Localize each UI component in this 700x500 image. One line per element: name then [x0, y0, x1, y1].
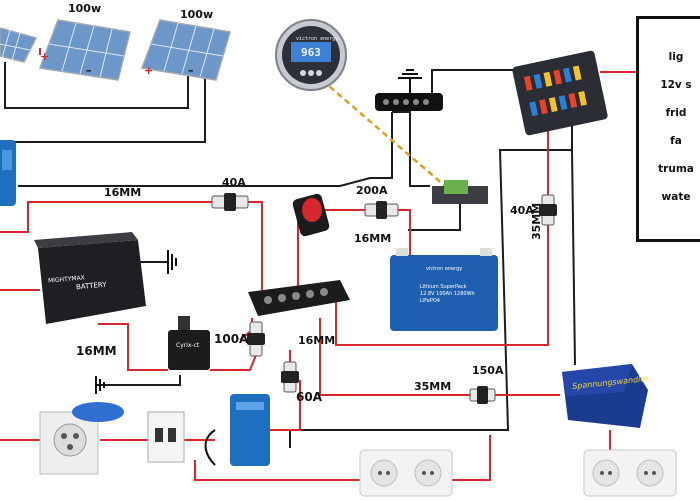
panel-negative-wire: [4, 62, 189, 109]
cyrix-out-wire: [210, 349, 259, 371]
lithium-line-3: LiFePO4: [420, 298, 440, 304]
cyrix-name: Cyrix-ct: [176, 342, 200, 349]
load-item-4: fa: [670, 135, 682, 147]
battery-isolator-switch: [292, 193, 330, 237]
blue-smart-charger: [204, 394, 270, 466]
fuse-label-150a: 150A: [472, 364, 504, 377]
busbar-to-fusebox-wire: [431, 69, 520, 94]
monitor-reading: 963: [301, 46, 321, 59]
fuse-label-200a: 200A: [356, 184, 388, 197]
charger-to-outlet-wire: [194, 460, 360, 481]
controller-to-busbar-wire: [18, 112, 393, 187]
fusebox-to-inverter-wire: [560, 99, 576, 366]
cyrix-relay: [168, 316, 210, 370]
double-outlet-right: [583, 449, 677, 497]
solar-panel-center: [38, 19, 131, 81]
fuse-150a: [469, 386, 496, 404]
negative-busbar-top: [375, 93, 443, 111]
wire-label-35mm-bottom: 35MM: [414, 380, 452, 393]
busbar-to-40a-wire: [335, 215, 549, 346]
panel-left-watt-label: 100w: [68, 2, 102, 15]
monitor-data-cable: [321, 79, 453, 193]
polarity-plus-2: +: [144, 64, 154, 77]
busbar-to-shunt-wire: [392, 111, 430, 187]
positive-busbar-main: [248, 280, 350, 316]
controller-negative-wire: [0, 60, 206, 143]
fuse-40a-top: [211, 193, 249, 211]
polarity-minus-1: –: [86, 64, 92, 77]
ground-symbol-top: [398, 69, 422, 93]
shunt-to-lithium-wire: [408, 200, 461, 231]
inverter: [562, 364, 648, 428]
lithium-line-1: Lithium SuperPack: [420, 284, 467, 290]
busbar-to-150a-wire: [319, 318, 470, 396]
monitor-brand-text: victron energy: [296, 36, 339, 42]
load-item-5: truma: [658, 163, 694, 175]
shore-power-socket: [39, 402, 124, 475]
200a-to-lithium-wire: [398, 209, 411, 255]
controller-positive-wire: [0, 201, 212, 233]
double-outlet-left: [359, 449, 453, 497]
circuit-breaker: [147, 411, 185, 463]
ground-symbol-cyrix: [95, 376, 105, 394]
60a-to-charger-wire: [270, 380, 301, 431]
load-item-3: frid: [665, 107, 687, 119]
lithium-line-2: 12.8V 100Ah 1280Wh: [420, 291, 475, 297]
panel-right-watt-label: 100w: [180, 8, 214, 21]
fuse-label-40a-top: 40A: [222, 176, 246, 189]
lithium-brand: victron energy: [426, 266, 463, 272]
polarity-minus-2: –: [188, 64, 194, 77]
load-item-1: lig: [668, 51, 684, 63]
polarity-plus-1: +: [40, 50, 50, 63]
lithium-battery: [390, 248, 498, 331]
ground-symbol-battery: [167, 250, 177, 274]
lead-acid-battery: [34, 232, 146, 324]
wire-label-16mm-shunt: 16MM: [354, 232, 392, 245]
solar-panel-left-partial: [0, 27, 38, 63]
fuse-label-40a-right: 40A: [510, 204, 534, 217]
load-item-6: wate: [661, 191, 691, 203]
positive-wires: [0, 48, 640, 481]
lead-battery-positive-wire: [98, 323, 168, 371]
wire-label-16mm-top: 16MM: [104, 186, 142, 199]
wire-label-16mm-bottom: 16MM: [76, 344, 117, 358]
solar-panel-right: [140, 19, 231, 81]
inverter-negative-wire: [289, 149, 572, 448]
cyrix-ground-wire: [96, 375, 181, 386]
fuse-60a: [281, 361, 299, 393]
fuse-label-100a: 100A: [214, 332, 249, 346]
wire-label-35mm-vertical: 35MM: [530, 202, 543, 240]
fuse-200a: [364, 201, 399, 219]
fuse-block: [512, 50, 608, 136]
outlet-return-wire: [440, 435, 491, 481]
battery-monitor: [275, 19, 347, 91]
loads-list-box: lig 12v s frid fa truma wate: [636, 16, 700, 242]
fuse-100a: [247, 321, 265, 357]
fuse-to-busbar-wire: [248, 201, 263, 290]
fuse-label-60a: 60A: [296, 390, 322, 404]
wire-label-16mm-mid: 16MM: [298, 334, 336, 347]
solar-charge-controller: [0, 140, 16, 206]
fuse-40a-right: [539, 194, 557, 226]
load-item-2: 12v s: [660, 79, 692, 91]
smart-shunt: [432, 180, 488, 204]
